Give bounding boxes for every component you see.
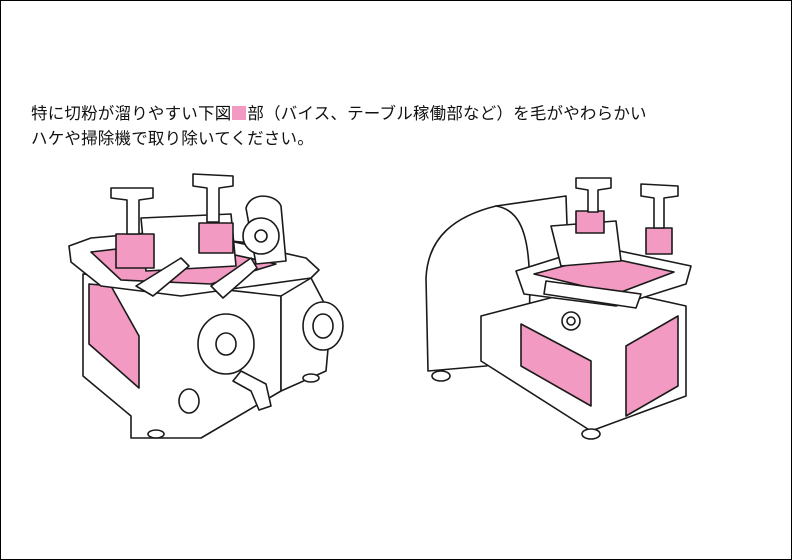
highlight-swatch (232, 106, 247, 120)
clamp-handle-left (575, 177, 612, 213)
clamp-handle-right (192, 173, 234, 223)
foot-right (302, 373, 320, 383)
handwheel-hub (215, 332, 237, 356)
chip-tray-side (625, 315, 679, 417)
chip-tray-front (520, 323, 592, 407)
foot-front (147, 429, 165, 439)
vise-jaw-right (645, 227, 673, 255)
vise-jaw-right (198, 222, 234, 254)
foot-left (431, 370, 451, 382)
instruction-text: 特に切粉が溜りやすい下図部（バイス、テーブル稼働部など）を毛がやわらかい ハケや… (31, 101, 771, 151)
instruction-line-2: ハケや掃除機で取り除いてください。 (31, 129, 314, 148)
foot-front (581, 428, 601, 440)
instruction-line-1-before: 特に切粉が溜りやすい下図 (31, 104, 232, 123)
instruction-line-1-after: 部（バイス、テーブル稼働部など）を毛がやわらかい (247, 104, 647, 123)
clamp-handle-left (110, 187, 154, 235)
shaft-knob-inner (566, 316, 576, 326)
instruction-line-1: 特に切粉が溜りやすい下図部（バイス、テーブル稼働部など）を毛がやわらかい (31, 101, 771, 126)
cutter-hub (254, 229, 268, 243)
vise-jaw-left (115, 233, 155, 269)
fan-grille-inner (312, 313, 334, 339)
slide-rail (543, 280, 642, 309)
crank-handle (232, 370, 272, 411)
clamp-handle-right (640, 183, 679, 229)
machine-illustration-rear (425, 177, 692, 440)
carriage-arm-left (135, 257, 190, 297)
power-knob (178, 388, 200, 414)
vise-jaw-left (575, 210, 605, 234)
machine-illustration-front (68, 173, 344, 439)
carriage-arm-right (210, 257, 258, 299)
